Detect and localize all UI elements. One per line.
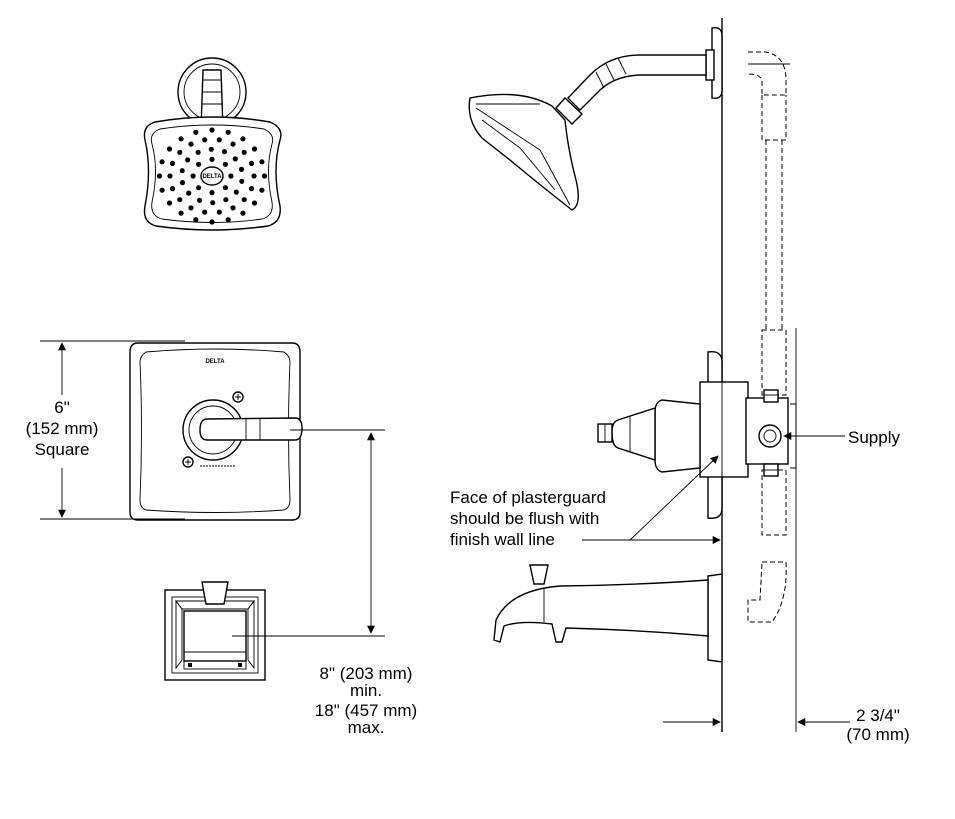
spray-nozzle [186, 190, 192, 196]
spout-distance-dimension: 8" (203 mm) min. 18" (457 mm) max. [232, 429, 417, 737]
spray-nozzle [228, 173, 234, 179]
spray-nozzle [177, 149, 183, 155]
trim-size-value: 6" [54, 398, 70, 417]
spray-nozzle [209, 127, 215, 133]
spray-nozzle [259, 159, 265, 165]
spray-nozzle [248, 186, 255, 192]
spray-nozzle [195, 149, 201, 155]
spray-nozzle [233, 189, 239, 195]
spray-nozzle [251, 200, 258, 206]
showerhead-brand-label: DELTA [202, 174, 222, 180]
supply-callout: Supply [783, 428, 900, 447]
spray-nozzle [188, 205, 194, 211]
spray-nozzle [167, 173, 173, 179]
spray-nozzle [230, 205, 236, 211]
spout-min-label: min. [350, 681, 382, 700]
spray-nozzle [232, 156, 238, 162]
spray-nozzle [210, 200, 216, 206]
spray-nozzle [248, 160, 255, 166]
spray-nozzle [223, 197, 229, 203]
showerhead-front-view: DELTA [143, 57, 282, 231]
spray-nozzle [190, 173, 196, 179]
spray-nozzle [188, 141, 194, 147]
spray-nozzle [202, 137, 208, 143]
spray-nozzle [216, 137, 222, 143]
valve-side-view [597, 351, 797, 519]
wall-depth-metric: (70 mm) [846, 725, 909, 744]
spray-nozzle [196, 185, 202, 191]
wall-depth-dimension: 2 3/4" (70 mm) [663, 706, 910, 744]
spray-nozzles [156, 127, 268, 225]
spray-nozzle [185, 157, 191, 163]
trim-size-dimension: 6" (152 mm) Square [26, 340, 185, 520]
spray-nozzle [225, 217, 231, 223]
spray-nozzle [159, 159, 165, 165]
spray-nozzle [209, 219, 215, 225]
spray-nozzle [230, 141, 236, 147]
valve-trim-front-view: DELTA [129, 342, 303, 521]
tub-spout-side-view [493, 564, 723, 663]
spray-nozzle [222, 161, 228, 167]
spout-max-value: 18" (457 mm) [315, 701, 417, 720]
spray-nozzle [178, 136, 184, 142]
spout-max-label: max. [348, 718, 385, 737]
spray-nozzle [177, 197, 183, 203]
spray-nozzle [251, 173, 257, 179]
spray-nozzle [221, 149, 228, 155]
spray-nozzle [238, 166, 245, 172]
spray-nozzle [225, 129, 231, 135]
spout-min-value: 8" (203 mm) [320, 664, 413, 683]
spray-nozzle [240, 136, 246, 142]
trim-size-metric: (152 mm) [26, 419, 99, 438]
spray-nozzle [259, 187, 265, 193]
spray-nozzle [156, 173, 163, 179]
plasterguard-line-1: Face of plasterguard [450, 488, 606, 507]
spray-nozzle [241, 197, 247, 203]
plasterguard-callout: Face of plasterguard should be flush wit… [450, 455, 721, 549]
spray-nozzle [209, 156, 215, 162]
supply-label: Supply [848, 428, 900, 447]
spray-nozzle [261, 173, 268, 179]
spray-nozzle [179, 180, 186, 186]
spray-nozzle [209, 190, 215, 196]
spray-nozzle [193, 129, 199, 135]
spray-nozzle [196, 161, 202, 167]
trim-brand-label: DELTA [205, 359, 225, 365]
spray-nozzle [240, 210, 246, 216]
wall-depth-value: 2 3/4" [856, 706, 900, 725]
hidden-pipes [747, 51, 787, 623]
spray-nozzle [222, 185, 228, 191]
spray-nozzle [216, 209, 222, 215]
spray-nozzle [202, 209, 208, 215]
showerhead-side-view [468, 26, 723, 211]
tub-spout-front-view [164, 581, 266, 681]
spray-nozzle [193, 217, 199, 223]
trim-size-shape: Square [35, 440, 90, 459]
spray-nozzle [208, 146, 214, 152]
plasterguard-line-2: should be flush with [450, 509, 599, 528]
spray-nozzle [169, 186, 176, 192]
spray-nozzle [169, 160, 176, 166]
spray-nozzle [179, 168, 185, 174]
spray-nozzle [178, 210, 184, 216]
spray-nozzle [251, 146, 258, 152]
spray-nozzle [196, 197, 203, 203]
plasterguard-line-3: finish wall line [450, 530, 555, 549]
spray-nozzle [166, 200, 173, 206]
wall-lines [721, 18, 797, 732]
spray-nozzle [159, 187, 165, 193]
spray-nozzle [241, 149, 247, 155]
spray-nozzle [166, 146, 173, 152]
spray-nozzle [239, 178, 245, 184]
